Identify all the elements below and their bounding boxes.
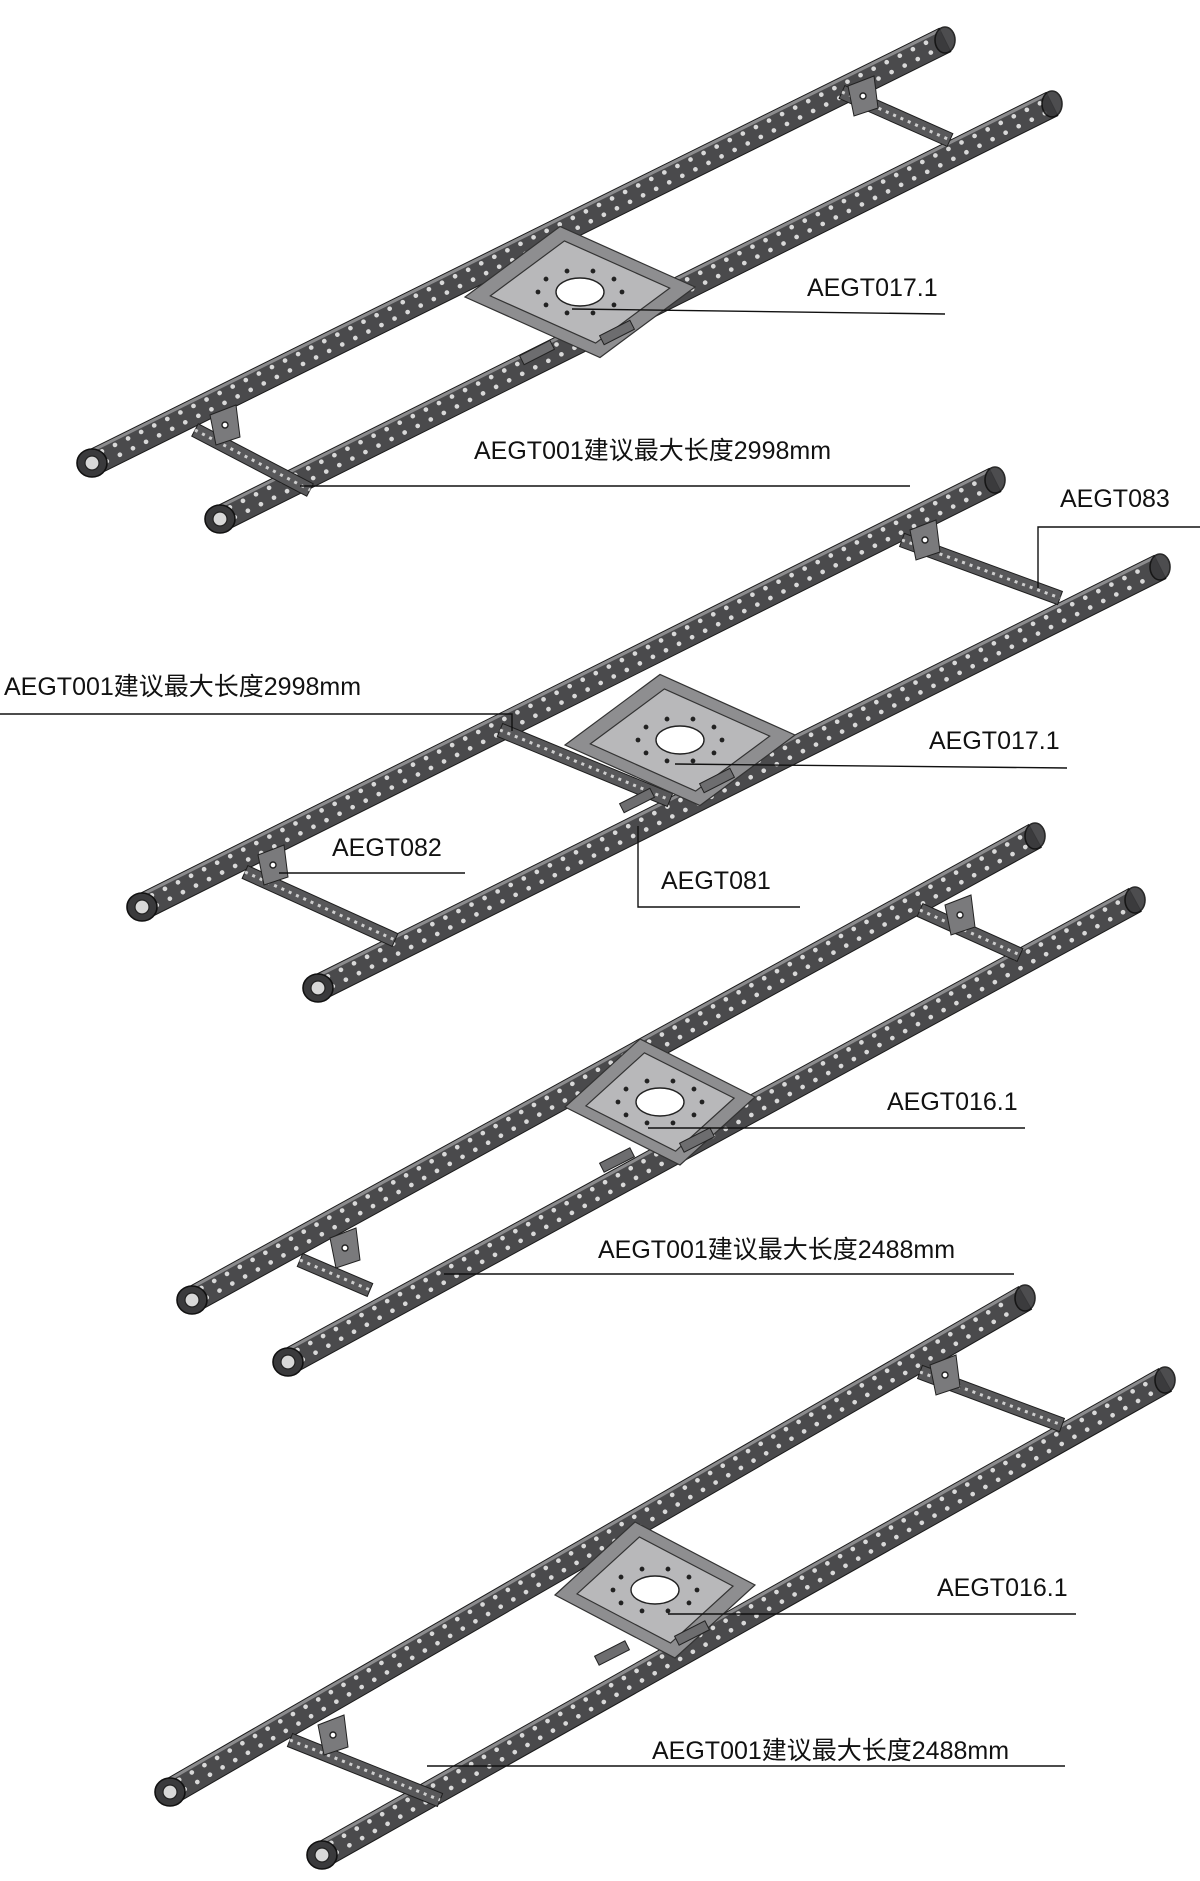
label-a4-rail: AEGT001建议最大长度2488mm <box>652 1737 1009 1765</box>
label-a2-rail: AEGT001建议最大长度2998mm <box>4 673 361 701</box>
label-a3-plate: AEGT016.1 <box>887 1088 1018 1116</box>
assembly-1-cable-chain-left <box>191 423 314 497</box>
assembly-3-cable-chain-right <box>916 902 1024 963</box>
assembly-3-carriage-plate <box>563 1038 757 1173</box>
assembly-4-carriage-plate <box>553 1521 757 1666</box>
assembly-4-rail-top <box>154 1284 1036 1807</box>
assembly-4-rail-bottom <box>306 1366 1176 1870</box>
assembly-1-bracket-right <box>847 75 879 117</box>
leader-a2-clamp <box>637 826 800 908</box>
leader-a2-rail <box>0 713 513 731</box>
label-a4-plate: AEGT016.1 <box>937 1574 1068 1602</box>
assembly-4-cable-chain-left <box>286 1732 444 1808</box>
assembly-1-carriage-plate <box>463 225 697 366</box>
leader-a2-plate <box>674 763 1068 769</box>
assembly-1-bracket-left <box>209 404 241 446</box>
label-a3-rail: AEGT001建议最大长度2488mm <box>598 1236 955 1264</box>
label-a2-clamp: AEGT081 <box>661 867 771 895</box>
label-a2-chain-end: AEGT083 <box>1060 485 1170 513</box>
assembly-2-bracket-left <box>257 844 289 886</box>
assembly-3-bracket-left <box>329 1227 361 1269</box>
assembly-4-bracket-left <box>317 1714 349 1756</box>
assembly-3-cable-chain-left <box>296 1252 374 1298</box>
assembly-1-rail-top <box>76 26 956 478</box>
assembly-4-bracket-right <box>929 1354 961 1396</box>
label-a2-plate: AEGT017.1 <box>929 727 1060 755</box>
label-a2-bracket: AEGT082 <box>332 834 442 862</box>
assembly-2-cable-chain-left <box>241 864 399 948</box>
assembly-2-rail-top <box>126 466 1006 922</box>
assembly-3 <box>176 822 1146 1377</box>
assembly-3-bracket-right <box>944 894 976 936</box>
assembly-2-bracket-right <box>909 519 941 561</box>
label-a1-plate: AEGT017.1 <box>807 274 938 302</box>
assembly-2 <box>126 466 1171 1003</box>
leader-a2-chain-end <box>1037 526 1200 588</box>
leader-a1-plate <box>571 308 946 315</box>
label-a1-rail: AEGT001建议最大长度2998mm <box>474 437 831 465</box>
assembly-1 <box>76 26 1063 534</box>
assembly-4 <box>154 1284 1176 1870</box>
assembly-2-carriage-plate <box>563 673 797 814</box>
callouts: AEGT017.1 AEGT001建议最大长度2998mm AEGT083 AE… <box>0 274 1200 1767</box>
